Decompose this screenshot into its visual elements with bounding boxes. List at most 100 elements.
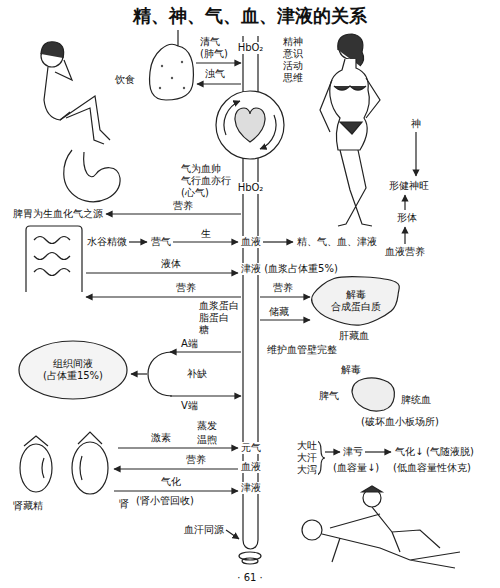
torso (330, 59, 370, 150)
lung-texture (159, 61, 185, 89)
flow-arrow (114, 468, 238, 469)
flow-label: 储藏 (268, 306, 290, 318)
flow-arrow (173, 241, 238, 242)
organ-label: 肾藏精 (12, 500, 44, 512)
hair (41, 42, 64, 58)
essence-label: 精、气、血、津液 (296, 236, 378, 248)
arms (320, 78, 380, 132)
collapsed-man (302, 486, 460, 568)
flow-label: (肾小管回收) (135, 495, 195, 507)
drawing (20, 30, 460, 568)
flow-arrow (260, 296, 310, 297)
symptom-label: 气化↓ (394, 446, 424, 458)
liver-outline (311, 276, 399, 325)
flow-arrow (415, 132, 416, 176)
flow-arrows (86, 63, 416, 539)
flow-label: 营养 (185, 454, 207, 466)
dot (159, 87, 161, 89)
node-text: 组织间液 (占体重15%) (43, 358, 103, 382)
coil (242, 558, 258, 564)
flow-label: 水谷精微 (86, 236, 128, 248)
flow-label: 生 (200, 228, 212, 240)
flow-label: 蒸发 (196, 420, 218, 432)
kidneys (20, 432, 108, 494)
capillary-loop (148, 352, 172, 396)
swimsuit (334, 86, 366, 134)
channel-label: 血液 (240, 461, 262, 473)
flow-arrow (325, 451, 340, 452)
spirit-label: 神 (410, 118, 422, 130)
flow-arrow (170, 351, 241, 352)
dot (161, 65, 163, 67)
symptom-label: (气随液脱) (425, 446, 475, 458)
flow-arrow (263, 241, 293, 242)
head (302, 520, 322, 540)
adrenal-gland (24, 432, 102, 446)
body-label: 形健神旺 (388, 180, 430, 192)
symptom-label: (低血容量性休克) (392, 462, 472, 474)
flow-arrow (131, 373, 147, 374)
symptom-label: 津亏 (342, 446, 364, 458)
legs (338, 150, 372, 226)
lung (150, 30, 194, 100)
gas-label: 清气 (肺气) (199, 36, 229, 60)
body-label: 形体 (396, 212, 418, 224)
hat (362, 486, 382, 492)
function-label: (破坏血小板场所) (360, 416, 440, 428)
flow-label: 血液营养 (384, 246, 426, 258)
spleen (352, 378, 394, 411)
qi-label: 脾气 (318, 390, 340, 402)
flow-arrow (170, 395, 241, 396)
function-label: 维护血管壁完整 (266, 344, 338, 356)
flow-arrow (365, 451, 391, 452)
circulation-arrow (260, 115, 276, 149)
flow-label: 温煦 (196, 434, 218, 446)
heart-circle (216, 91, 284, 159)
molecule-label: HbO₂ (237, 42, 265, 54)
helper-body (330, 507, 440, 552)
flow-arrow (260, 319, 310, 320)
flow-arrow (86, 272, 238, 273)
organ-label: 肝藏血 (338, 330, 370, 342)
flow-arrow (129, 241, 147, 242)
node-text: 解毒 合成蛋白质 (331, 289, 381, 313)
protein-label: 血浆蛋白 脂蛋白 糖 (198, 300, 240, 336)
dot (171, 77, 173, 79)
legs (60, 96, 110, 144)
diagram-title: 精、神、气、血、津液的关系 (0, 5, 500, 27)
flow-arrow (118, 447, 238, 448)
flow-arrow (404, 195, 405, 210)
flow-arrow (226, 530, 239, 539)
intake-label: 饮食 (114, 74, 136, 86)
spirit-label: 精神 意识 活动 思维 (282, 36, 304, 84)
vessel-label: V端 (180, 400, 199, 412)
organ-label: 脾统血 (400, 394, 432, 406)
flow-arrow (86, 296, 241, 297)
large-intestine (26, 226, 82, 292)
stomach (64, 150, 120, 202)
page-number: · 61 · (236, 572, 263, 584)
torso (44, 67, 70, 120)
dot (183, 87, 185, 89)
channel-label: 津液 (血浆占体重5%) (240, 263, 339, 275)
flow-label: 补缺 (186, 368, 208, 380)
flow-label: 营养 (175, 282, 197, 294)
eating-woman (41, 42, 110, 144)
flow-label: 血汗同源 (183, 524, 225, 536)
arm (55, 60, 72, 80)
channel-label: 血液 (240, 236, 262, 248)
qi-label: 营气 (150, 236, 172, 248)
flow-arrow (197, 83, 241, 84)
small-intestine (34, 237, 70, 276)
flow-label: 激素 (150, 432, 172, 444)
tissue-outline (19, 341, 127, 399)
molecule-label: HbO₂ (237, 182, 265, 194)
gas-label: 浊气 (204, 68, 226, 80)
renal-hilum (42, 456, 82, 480)
flow-arrow (404, 227, 405, 244)
coil (239, 552, 261, 560)
symptom-label: 大吐 大汗 大泻 (296, 440, 318, 476)
